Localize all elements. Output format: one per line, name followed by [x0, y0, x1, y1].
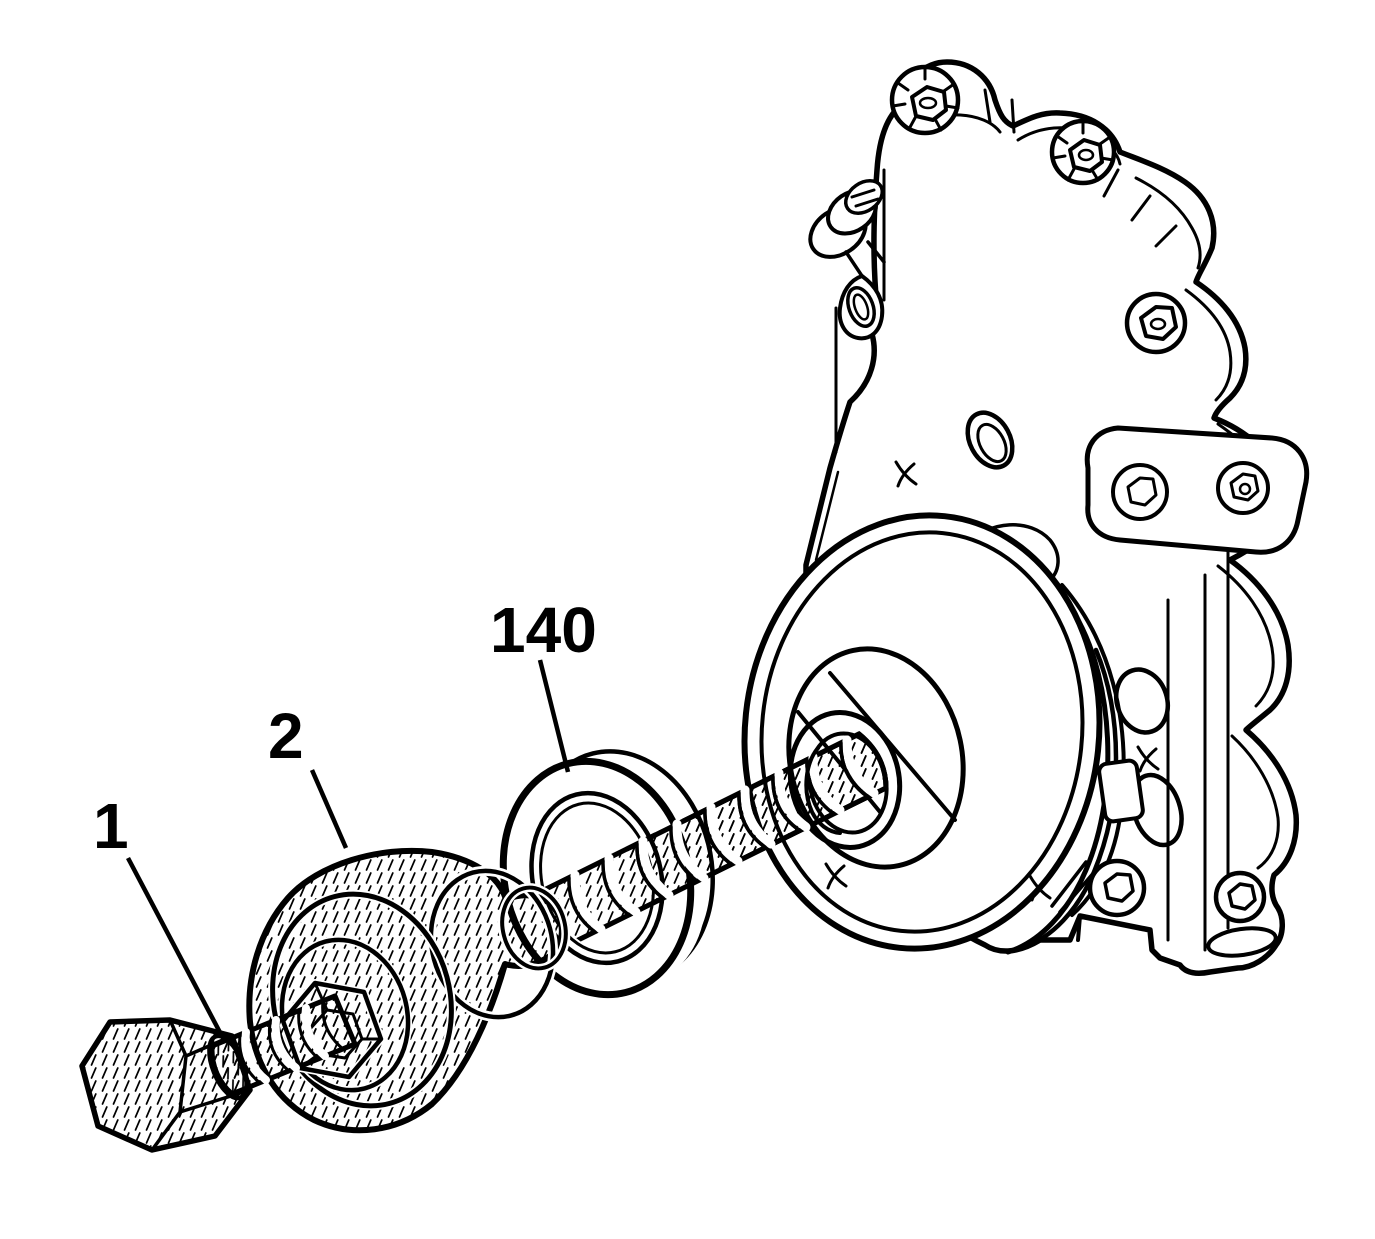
engine-front-cover — [741, 59, 1310, 976]
bolt-hex-head — [79, 1017, 253, 1153]
cover-bolt-top-left — [889, 64, 961, 136]
cover-oval-hole — [965, 410, 1015, 470]
callout-140-leader — [537, 659, 571, 773]
cover-bolt-right — [1124, 291, 1188, 355]
installer-bolt — [79, 993, 358, 1153]
cover-bottom-details — [1050, 858, 1278, 958]
seal-installer-tool — [246, 847, 571, 1134]
callout-1-leader — [126, 856, 226, 1042]
installer-threaded-rod-front — [624, 731, 889, 906]
callouts: 1 2 140 — [93, 594, 597, 1042]
cover-bracket — [1084, 425, 1310, 555]
callout-2-leader — [309, 769, 349, 849]
surface-tick-marks — [824, 460, 1160, 902]
cover-stud-upper-left — [808, 179, 886, 341]
callout-2-label: 2 — [268, 700, 304, 772]
cover-bolt-top-right — [1049, 118, 1117, 186]
callout-140-label: 140 — [490, 594, 597, 666]
callout-1-label: 1 — [93, 790, 129, 862]
side-ribs — [1166, 543, 1230, 952]
cover-flange-holes — [1097, 667, 1184, 848]
